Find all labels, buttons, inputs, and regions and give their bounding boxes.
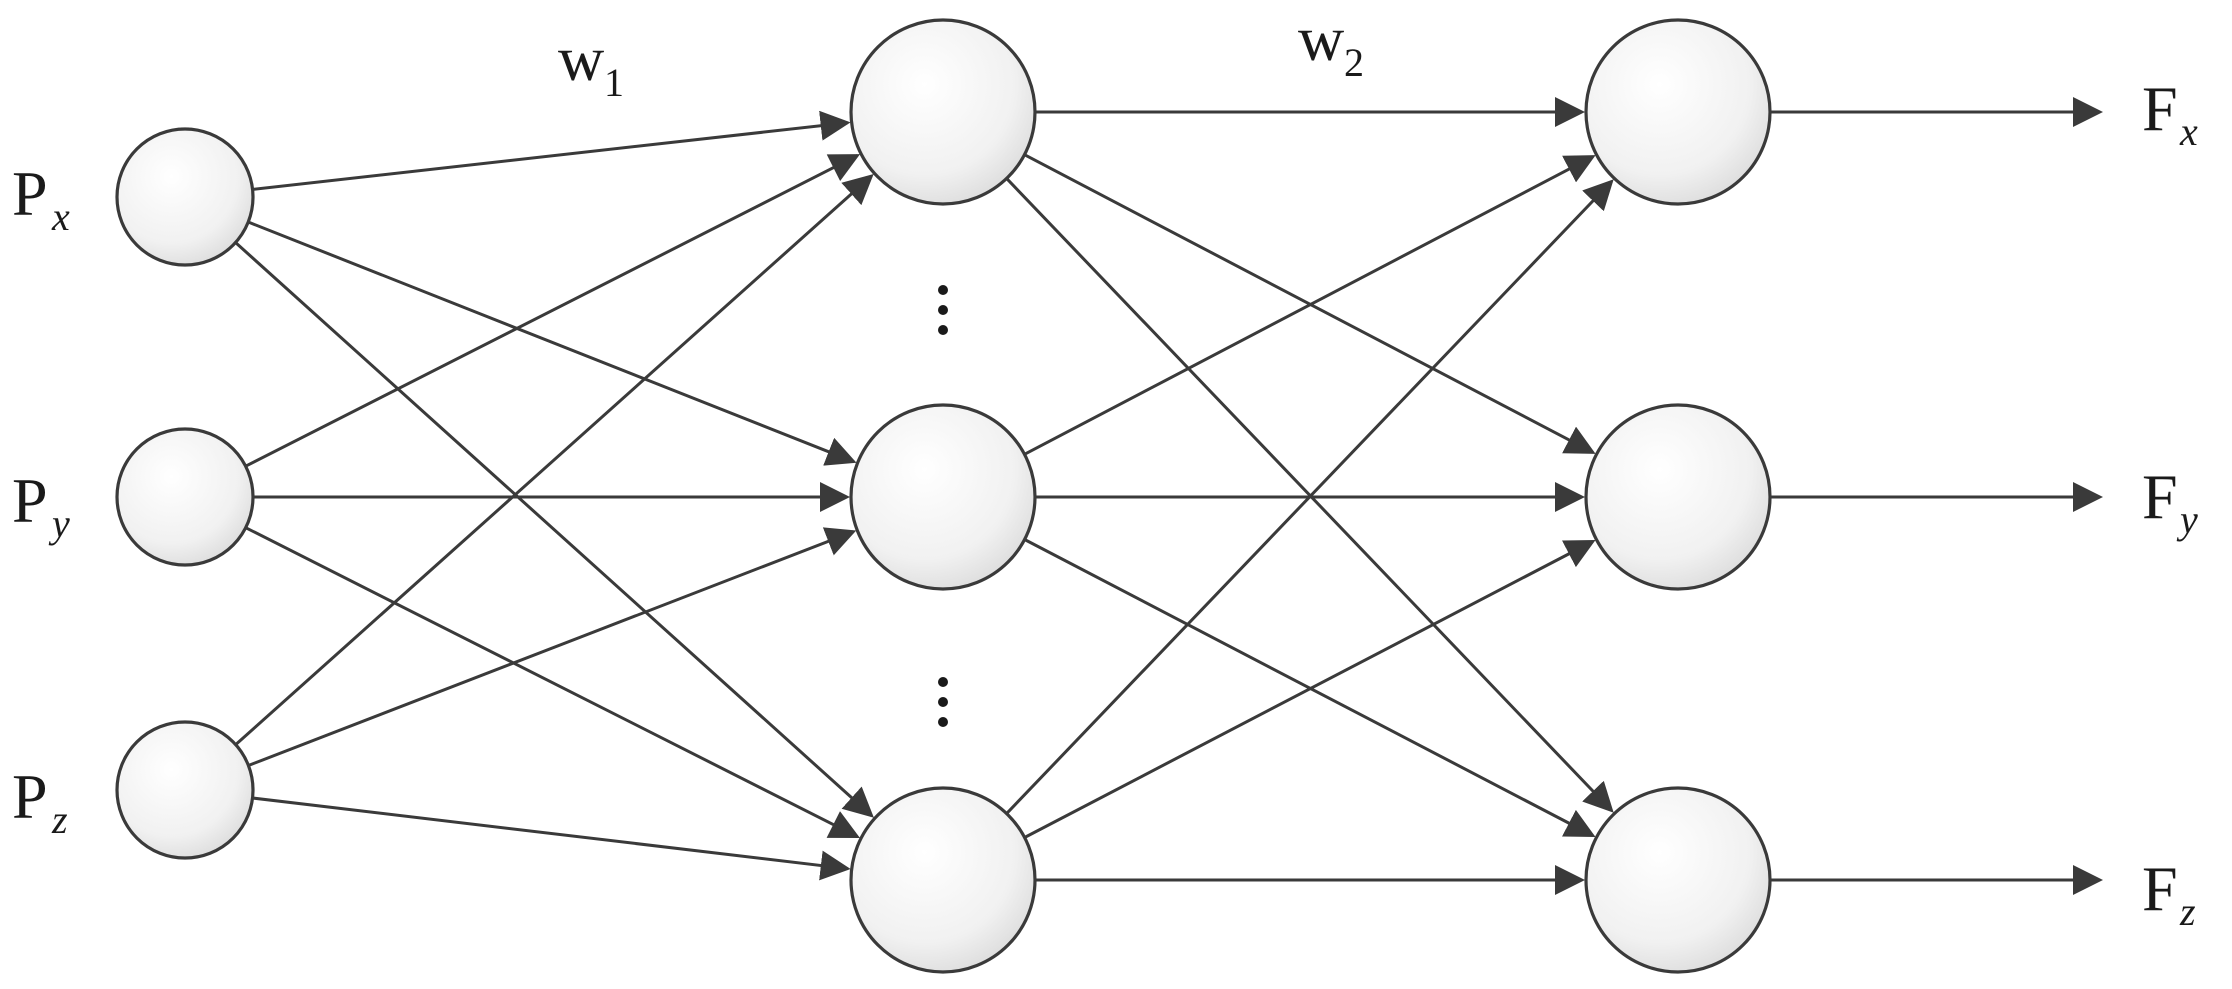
output-fy-sub: y [2176, 497, 2198, 542]
input-py-sub: y [48, 501, 70, 546]
input-label-py: P y [12, 465, 70, 546]
connection-edges [234, 97, 2103, 895]
input-label-pz: P z [12, 761, 68, 842]
edge-hidden-to-output [1023, 539, 1596, 839]
edge-hidden-to-output [1005, 179, 1614, 815]
edge-hidden-to-output [1023, 538, 1596, 838]
output-label-fx: F x [2142, 73, 2198, 154]
ellipsis-dot [938, 285, 948, 295]
ellipsis-dot [938, 717, 948, 727]
output-fx-main: F [2142, 73, 2178, 144]
input-pz-main: P [12, 761, 48, 832]
edge-input-to-hidden [252, 110, 851, 191]
edge-input-to-hidden [234, 241, 874, 818]
edge-hidden-to-output [1005, 177, 1614, 813]
input-pz-sub: z [51, 797, 68, 842]
weight-w2-main: w [1298, 3, 1344, 74]
edge-hidden-to-output [1023, 153, 1596, 454]
output-fy-main: F [2142, 461, 2178, 532]
input-px-sub: x [51, 194, 70, 239]
ellipsis-dot [938, 305, 948, 315]
edge-input-to-hidden [244, 154, 861, 468]
weight-label-w1: w 1 [558, 23, 624, 105]
weight-w2-sub: 2 [1344, 40, 1364, 85]
weight-label-w2: w 2 [1298, 3, 1364, 85]
input-node [115, 127, 255, 267]
ellipsis-dot [938, 677, 948, 687]
output-node [1584, 18, 1772, 206]
edge-input-to-hidden [247, 220, 857, 466]
edge-input-to-hidden [234, 174, 874, 746]
hidden-node [849, 403, 1037, 591]
input-label-px: P x [12, 158, 70, 239]
output-node [1584, 786, 1772, 974]
input-node [115, 720, 255, 860]
weight-w1-main: w [558, 23, 604, 94]
edge-input-to-hidden [252, 796, 851, 881]
network-nodes [115, 18, 1772, 974]
output-node [1584, 403, 1772, 591]
output-label-fz: F z [2142, 853, 2196, 934]
output-label-fy: F y [2142, 461, 2198, 542]
input-px-main: P [12, 158, 48, 229]
input-py-main: P [12, 465, 48, 536]
ellipsis-dot [938, 697, 948, 707]
input-node [115, 427, 255, 567]
hidden-node [849, 786, 1037, 974]
output-fz-main: F [2142, 853, 2178, 924]
ellipsis-dot [938, 325, 948, 335]
hidden-node [849, 18, 1037, 206]
edge-input-to-hidden [245, 526, 860, 839]
output-fx-sub: x [2179, 109, 2198, 154]
output-fz-sub: z [2179, 889, 2196, 934]
weight-w1-sub: 1 [604, 60, 624, 105]
edge-input-to-hidden [247, 527, 857, 767]
hidden-ellipsis-upper [938, 285, 948, 335]
hidden-ellipsis-lower [938, 677, 948, 727]
edge-hidden-to-output [1023, 155, 1596, 456]
